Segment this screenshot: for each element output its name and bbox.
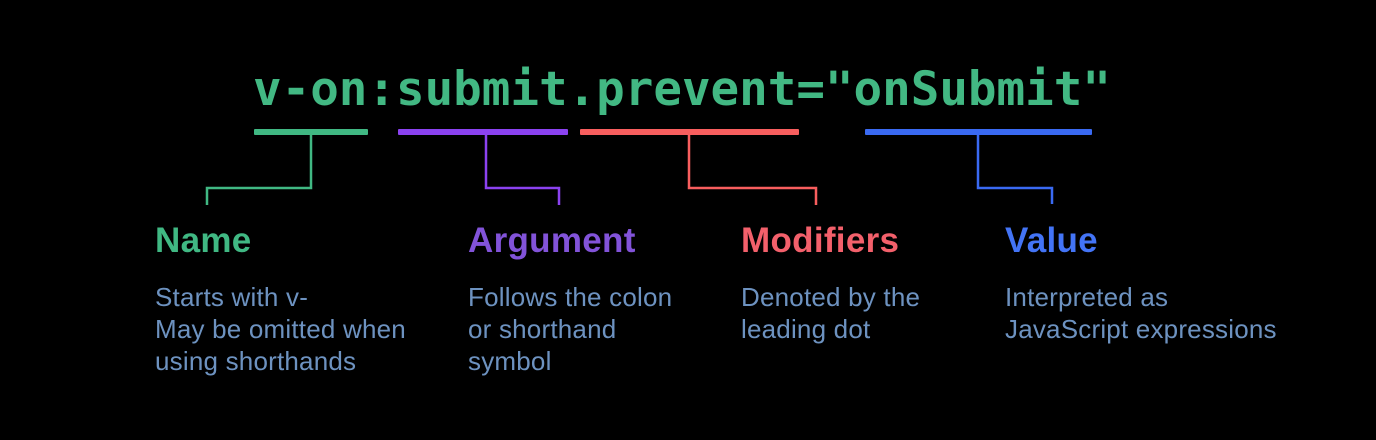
argument-connector-line <box>484 133 561 205</box>
value-underline <box>865 129 1092 135</box>
modifiers-label: Modifiers <box>741 221 900 260</box>
description-line: symbol <box>468 346 552 376</box>
modifiers-connector-line <box>687 133 818 205</box>
description-line: Denoted by the <box>741 282 921 312</box>
value-description: Interpreted as JavaScript expressions <box>1005 281 1277 345</box>
modifiers-underline <box>580 129 799 135</box>
value-label: Value <box>1005 221 1098 260</box>
description-line: using shorthands <box>155 346 357 376</box>
name-connector-line <box>205 133 313 205</box>
value-connector-line <box>976 133 1054 204</box>
description-line: May be omitted when <box>155 314 406 344</box>
description-line: Follows the colon <box>468 282 673 312</box>
argument-description: Follows the colon or shorthand symbol <box>468 281 672 377</box>
directive-code: v-on:submit.prevent="onSubmit" <box>253 62 1111 117</box>
name-description: Starts with v- May be omitted when using… <box>155 281 406 377</box>
description-line: leading dot <box>741 314 871 344</box>
argument-label: Argument <box>468 221 636 260</box>
modifiers-description: Denoted by the leading dot <box>741 281 920 345</box>
description-line: or shorthand <box>468 314 617 344</box>
name-underline <box>254 129 368 135</box>
description-line: Starts with v- <box>155 282 309 312</box>
argument-underline <box>398 129 568 135</box>
description-line: JavaScript expressions <box>1005 314 1277 344</box>
description-line: Interpreted as <box>1005 282 1169 312</box>
name-label: Name <box>155 221 252 260</box>
